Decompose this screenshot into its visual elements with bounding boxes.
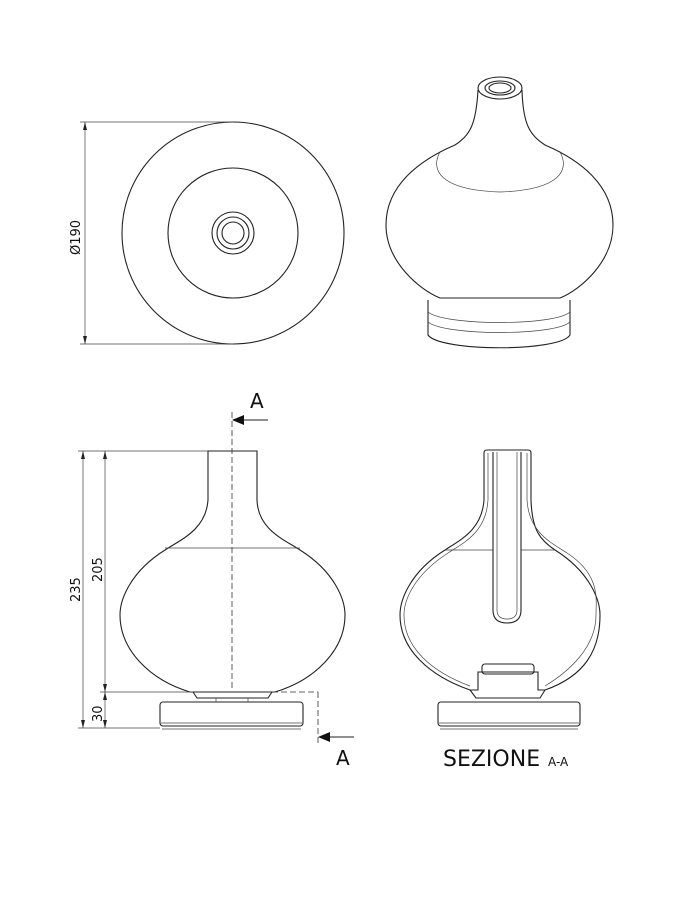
section-mark-top: A — [250, 389, 264, 413]
section-view: SEZIONE A-A — [399, 449, 601, 772]
diameter-dimension: Ø190 — [69, 220, 84, 255]
front-elevation: A A 235 205 30 — [69, 389, 354, 770]
perspective-view — [385, 76, 614, 349]
base-height-dimension: 30 — [91, 705, 106, 722]
top-view: Ø190 — [69, 121, 345, 345]
body-height-dimension: 205 — [91, 557, 106, 582]
section-suffix: A-A — [548, 755, 569, 769]
total-height-dimension: 235 — [69, 577, 84, 602]
section-title: SEZIONE — [443, 747, 540, 772]
section-mark-bottom: A — [336, 746, 350, 770]
